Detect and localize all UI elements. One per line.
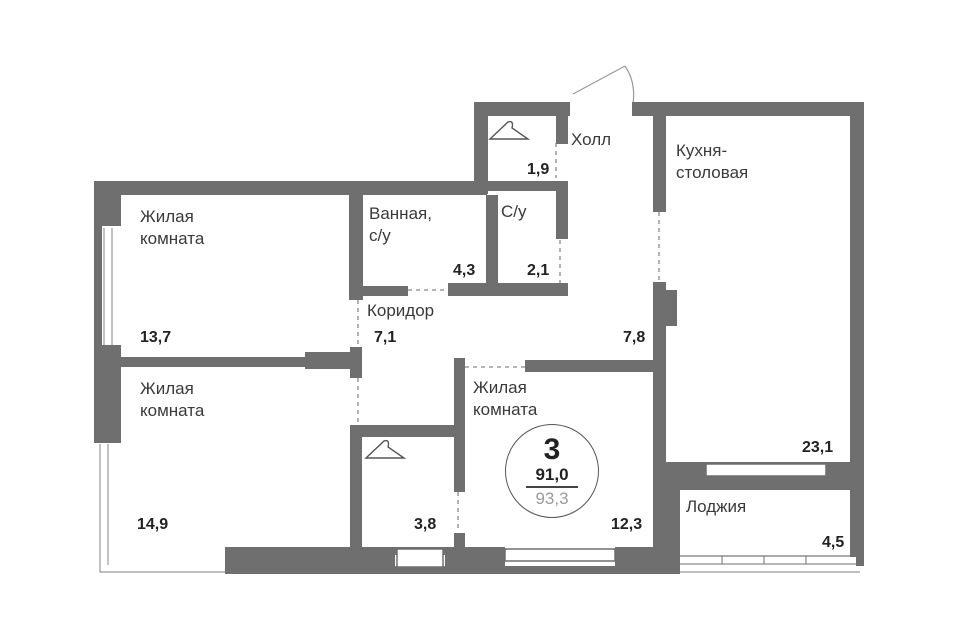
room-count: 3 — [543, 433, 561, 466]
room-toilet-area: 2,1 — [527, 262, 550, 279]
wall-top-left — [94, 181, 487, 195]
window-kitchen — [705, 463, 827, 477]
wall-living1-bottom-thick — [305, 352, 350, 369]
hanger-icon — [364, 439, 407, 459]
room-bathroom-area: 4,3 — [453, 262, 476, 279]
wall-kitchen-left-bump — [653, 290, 677, 326]
wall-loggia-right — [850, 462, 864, 557]
room-corridor-name: Коридор — [367, 301, 435, 320]
room-living1-area: 13,7 — [140, 329, 172, 346]
window-frames — [396, 463, 827, 568]
wall-wardrobe2-top — [350, 425, 462, 437]
entrance-door-leaf — [572, 65, 626, 95]
walls — [94, 102, 864, 574]
living-area-total: 91,0 — [535, 465, 569, 484]
room-living2-area: 14,9 — [137, 516, 169, 533]
wall-wardrobe2-right-b — [454, 533, 465, 553]
wall-living3-top — [525, 360, 660, 372]
room-bathroom-name: Ванная,с/у — [369, 204, 432, 245]
window-left-bottom — [99, 444, 225, 573]
wall-living1-bottom — [121, 357, 311, 367]
wall-bath-bottom-b — [448, 283, 568, 296]
badge-divider — [526, 486, 578, 488]
wall-kitchen-left-a — [653, 102, 666, 212]
window-living3 — [504, 548, 616, 562]
wall-wardrobe1-bottom — [488, 181, 568, 191]
wall-living2-right — [350, 425, 362, 550]
wall-bath-left — [349, 195, 363, 300]
room-loggia-area: 4,5 — [822, 534, 845, 551]
wall-bottom-frame — [505, 566, 615, 574]
entrance-door-swing — [624, 65, 635, 105]
window-wardrobe2 — [396, 548, 444, 568]
wall-bath-toilet — [486, 195, 498, 290]
room-loggia-name: Лоджия — [686, 497, 747, 516]
apartment-summary-badge: 3 91,0 93,3 — [505, 424, 599, 518]
hanger-icon — [488, 120, 531, 140]
wall-bottom-frame2 — [395, 566, 445, 574]
room-corridor-area: 7,1 — [374, 329, 397, 346]
wall-loggia-left — [653, 462, 680, 574]
wall-wardrobe1-right — [556, 102, 568, 144]
wall-corridor-stub — [350, 347, 362, 378]
total-area-with-loggia: 93,3 — [535, 489, 569, 508]
door-openings — [357, 143, 660, 532]
wall-wardrobe1-left — [474, 102, 488, 194]
room-kitchen-name: Кухня-столовая — [676, 141, 749, 182]
wall-top-right — [632, 102, 864, 116]
wall-toilet-right — [556, 181, 568, 239]
loggia-glazing — [680, 555, 856, 565]
wall-wardrobe2-right-a — [454, 358, 465, 492]
room-wardrobe2-area: 3,8 — [414, 516, 437, 533]
room-hall-area: 7,8 — [623, 329, 646, 346]
wall-left-c — [94, 181, 102, 377]
wall-loggia-post — [856, 556, 864, 566]
room-living3-area: 12,3 — [611, 516, 643, 533]
wall-top-mid — [474, 102, 570, 116]
room-kitchen-area: 23,1 — [802, 439, 834, 456]
room-hall-name: Холл — [571, 130, 612, 149]
room-toilet-name: С/у — [501, 202, 527, 221]
wall-right — [850, 102, 864, 464]
wall-bath-bottom-a — [349, 286, 408, 296]
room-wardrobe1-area: 1,9 — [527, 161, 550, 178]
